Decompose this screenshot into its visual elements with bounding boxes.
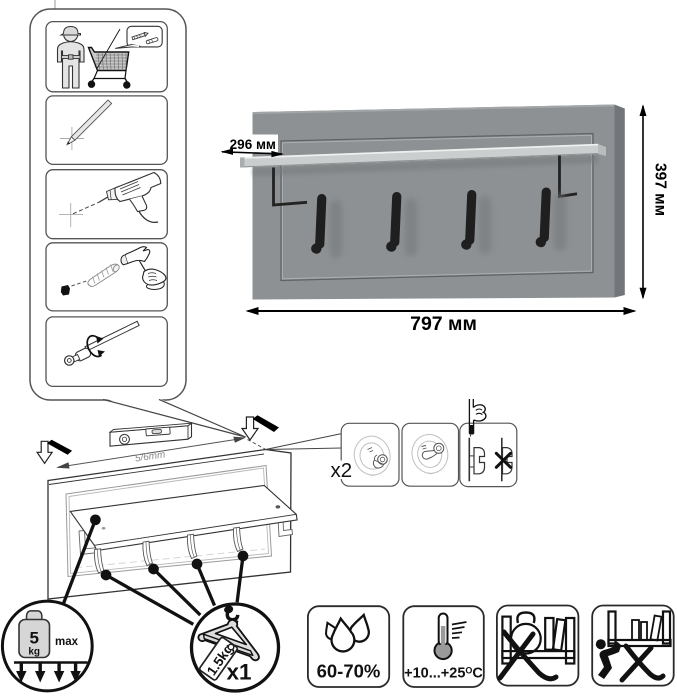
svg-text:max: max xyxy=(55,636,79,648)
svg-text:60-70%: 60-70% xyxy=(317,661,381,682)
svg-text:x1: x1 xyxy=(226,660,251,685)
svg-text:kg: kg xyxy=(28,647,40,658)
svg-text:+10...+25OC: +10...+25OC xyxy=(404,666,483,682)
svg-text:397 мм: 397 мм xyxy=(652,163,669,216)
svg-text:296 мм: 296 мм xyxy=(230,137,276,152)
svg-text:5: 5 xyxy=(29,629,38,648)
svg-text:x2: x2 xyxy=(331,459,353,482)
svg-text:5/6mm: 5/6mm xyxy=(134,449,166,464)
svg-text:797 мм: 797 мм xyxy=(410,313,477,335)
